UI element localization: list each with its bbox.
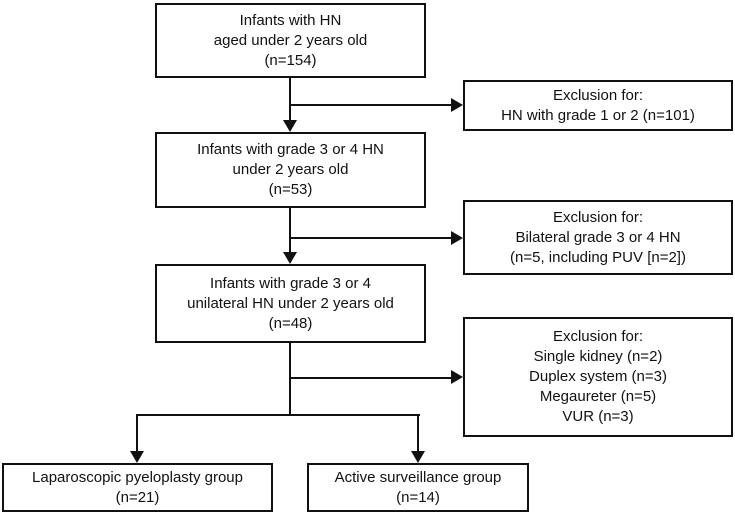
box-surveillance-group: Active surveillance group (n=14)	[307, 463, 529, 512]
split-horizontal-line	[136, 414, 420, 416]
box-line: VUR (n=3)	[562, 408, 634, 425]
box-infants-unilateral: Infants with grade 3 or 4 unilateral HN …	[155, 264, 426, 343]
box-line: (n=14)	[396, 488, 440, 506]
box-line: Exclusion for:	[552, 328, 644, 345]
box-line: (n=5, including PUV [n=2])	[510, 248, 686, 266]
box-line: Bilateral grade 3 or 4 HN	[515, 228, 681, 246]
connector-exclusion-other-line	[290, 377, 451, 379]
box-line: (n=154)	[264, 51, 317, 69]
arrowhead-right-icon	[451, 231, 463, 245]
box-line: Duplex system (n=3)	[529, 368, 667, 385]
connector-split-surveillance-line	[417, 414, 419, 452]
box-line: Infants with grade 3 or 4	[210, 274, 371, 292]
box-line: HN with grade 1 or 2 (n=101)	[501, 106, 695, 124]
box-line: unilateral HN under 2 years old	[187, 294, 394, 312]
connector-infantshn-grade34-line	[289, 78, 291, 122]
arrowhead-right-icon	[451, 98, 463, 112]
box-exclusion-grade12: Exclusion for: HN with grade 1 or 2 (n=1…	[463, 80, 733, 131]
box-infants-grade34: Infants with grade 3 or 4 HN under 2 yea…	[155, 132, 426, 208]
box-line: Active surveillance group	[334, 468, 502, 486]
box-line: (n=21)	[115, 488, 160, 506]
box-line: under 2 years old	[232, 161, 349, 178]
box-line: Exclusion for:	[552, 86, 644, 104]
connector-unilateral-split-line	[289, 343, 291, 416]
box-line: Infants with HN	[239, 11, 342, 29]
box-line: Single kidney (n=2)	[533, 348, 663, 365]
connector-split-pyeloplasty-line	[136, 414, 138, 452]
box-infants-hn: Infants with HN aged under 2 years old (…	[155, 3, 426, 78]
box-exclusion-other: Exclusion for: Single kidney (n=2) Duple…	[463, 317, 733, 437]
arrowhead-down-icon	[130, 451, 144, 463]
arrowhead-down-icon	[283, 120, 297, 132]
box-line: aged under 2 years old	[213, 31, 368, 49]
arrowhead-right-icon	[451, 370, 463, 384]
box-line: Infants with grade 3 or 4 HN	[197, 141, 384, 158]
arrowhead-down-icon	[411, 451, 425, 463]
box-line: (n=53)	[268, 181, 313, 198]
box-line: Megaureter (n=5)	[539, 388, 657, 405]
box-line: Laparoscopic pyeloplasty group	[32, 468, 243, 486]
arrowhead-down-icon	[283, 252, 297, 264]
box-pyeloplasty-group: Laparoscopic pyeloplasty group (n=21)	[2, 463, 273, 512]
connector-exclusion-grade12-line	[290, 104, 451, 106]
connector-grade34-unilateral-line	[289, 208, 291, 254]
box-line: Exclusion for:	[552, 208, 644, 226]
box-exclusion-bilateral: Exclusion for: Bilateral grade 3 or 4 HN…	[463, 200, 733, 275]
connector-exclusion-bilateral-line	[290, 237, 451, 239]
box-line: (n=48)	[268, 314, 313, 332]
